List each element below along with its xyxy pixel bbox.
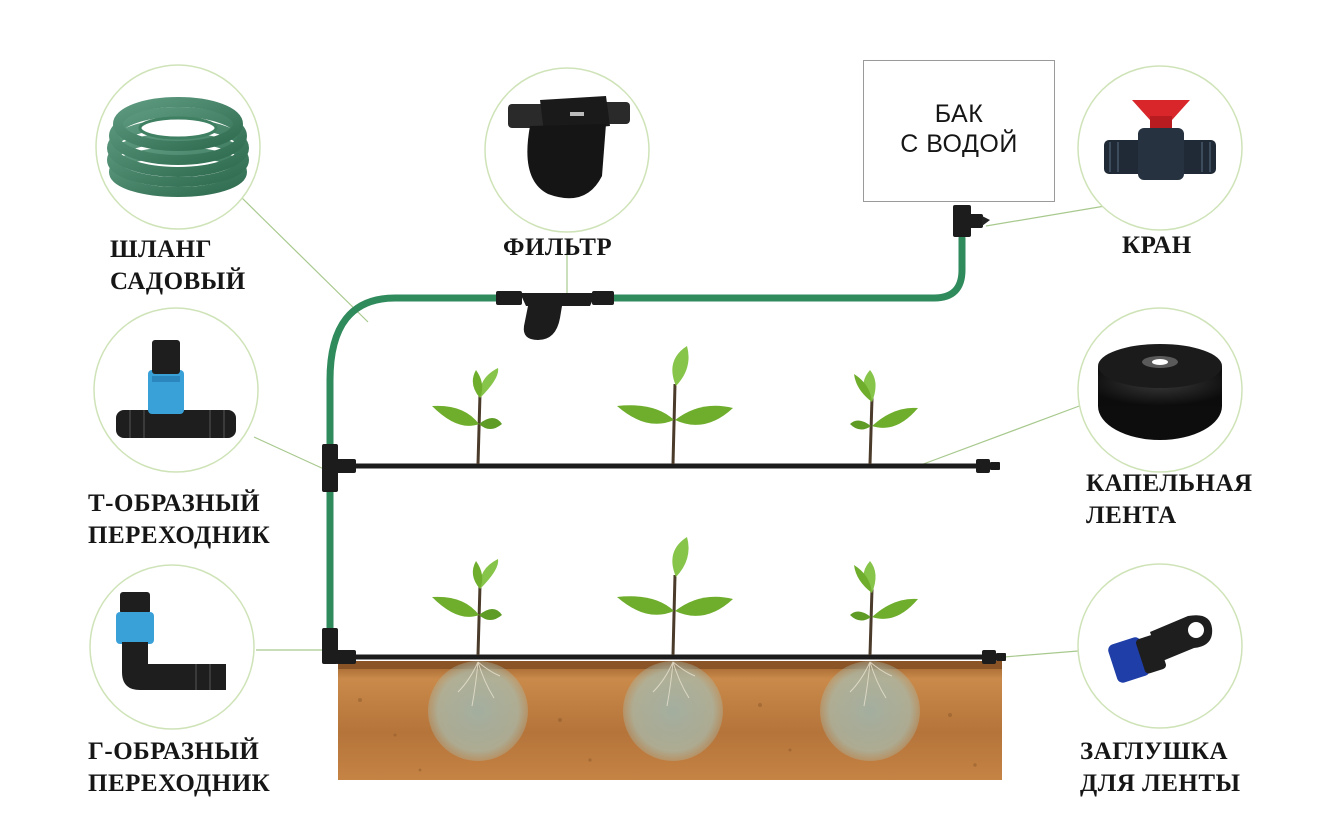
elbow-label: Г-ОБРАЗНЫЙ ПЕРЕХОДНИК: [88, 736, 270, 800]
filter-icon: [484, 67, 650, 233]
drip-tape-label-line2: ЛЕНТА: [1086, 502, 1177, 529]
hose-label-line2: САДОВЫЙ: [110, 268, 246, 295]
wet-zone: [623, 661, 723, 761]
elbow-connector-icon: [89, 564, 255, 730]
drip-tape-label-line1: КАПЕЛЬНАЯ: [1086, 470, 1253, 497]
tee-label: Т-ОБРАЗНЫЙ ПЕРЕХОДНИК: [88, 488, 270, 552]
end-cap-icon: [1077, 563, 1243, 729]
water-tank-label-line1: БАК: [934, 100, 984, 128]
plant: [850, 561, 918, 656]
plant: [617, 537, 733, 656]
drip-tape-reel-icon: [1077, 307, 1243, 473]
filter-label: ФИЛЬТР: [503, 232, 612, 264]
tee-label-line1: Т-ОБРАЗНЫЙ: [88, 490, 261, 517]
valve-icon: [1077, 65, 1243, 231]
valve-label-line1: КРАН: [1122, 232, 1192, 259]
end-cap-label-line1: ЗАГЛУШКА: [1080, 738, 1228, 765]
main-hose: [326, 234, 966, 654]
hose-label-line1: ШЛАНГ: [110, 236, 212, 263]
elbow-label-line1: Г-ОБРАЗНЫЙ: [88, 738, 260, 765]
wet-zone: [428, 661, 528, 761]
tee-label-line2: ПЕРЕХОДНИК: [88, 522, 271, 549]
plant: [432, 559, 502, 656]
end-cap-label: ЗАГЛУШКА ДЛЯ ЛЕНТЫ: [1080, 736, 1241, 800]
drip-tape-label: КАПЕЛЬНАЯ ЛЕНТА: [1086, 468, 1253, 532]
end-cap-label-line2: ДЛЯ ЛЕНТЫ: [1080, 770, 1241, 797]
drip-tapes: [340, 459, 1006, 664]
water-tank-label-line2: С ВОДОЙ: [900, 130, 1018, 158]
tee-connector-icon: [93, 307, 259, 473]
filter-label-line1: ФИЛЬТР: [503, 234, 613, 261]
plant: [617, 346, 733, 465]
garden-hose-icon: [95, 64, 261, 230]
plant: [850, 370, 918, 465]
hose-label: ШЛАНГ САДОВЫЙ: [110, 234, 246, 298]
water-tank-label: БАК С ВОДОЙ: [864, 99, 1054, 159]
elbow-label-line2: ПЕРЕХОДНИК: [88, 770, 271, 797]
soil: [338, 661, 1002, 780]
plants: [432, 346, 918, 656]
wet-zone: [820, 661, 920, 761]
pointer-lines: [239, 195, 1106, 658]
line-fittings: [322, 205, 990, 664]
valve-label: КРАН: [1122, 230, 1192, 262]
water-tank: БАК С ВОДОЙ: [863, 60, 1055, 202]
plant: [432, 368, 502, 465]
